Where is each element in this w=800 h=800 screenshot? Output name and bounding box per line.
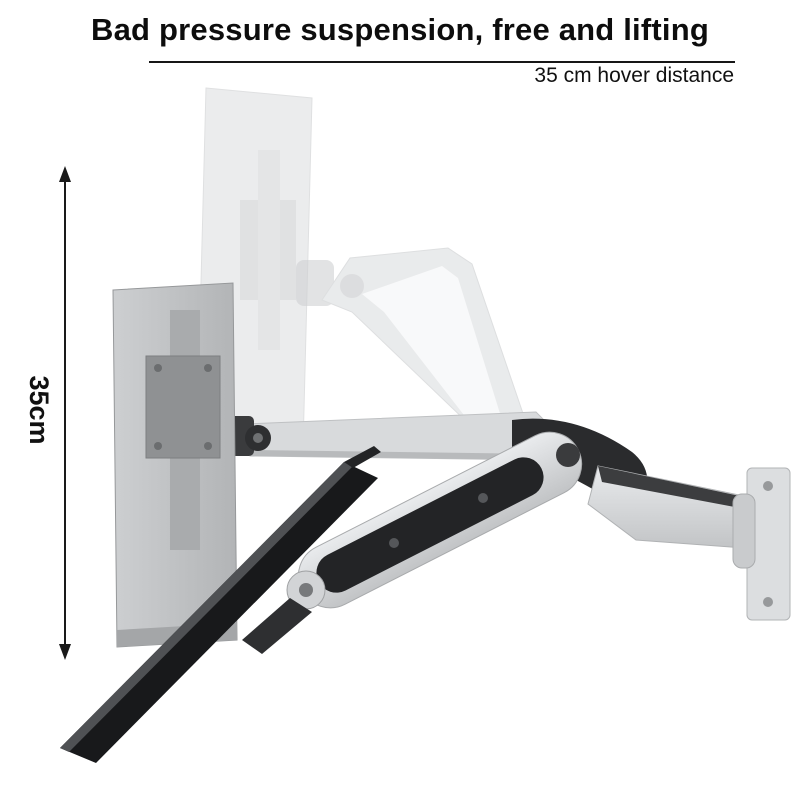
mount-screw (763, 597, 773, 607)
mount-screw (763, 481, 773, 491)
wall-arm-segment (587, 465, 745, 549)
vesa-screw (154, 442, 162, 450)
gas-spring-arm (286, 431, 583, 610)
middle-arm-plate (224, 411, 563, 461)
keyboard-tray (60, 446, 381, 763)
vesa-screw (154, 364, 162, 372)
title-divider (149, 61, 735, 63)
page-title: Bad pressure suspension, free and liftin… (91, 12, 709, 47)
vesa-screw (204, 364, 212, 372)
monitor (112, 282, 238, 648)
wall-mount-plate (732, 467, 791, 621)
arm-screw (389, 538, 399, 548)
vesa-screw (204, 442, 212, 450)
page-subtitle: 35 cm hover distance (534, 64, 734, 87)
measurement-arrow (59, 166, 71, 660)
measurement-label: 35cm (24, 375, 54, 444)
ghost-arm (296, 247, 531, 449)
arm-screw (478, 493, 488, 503)
